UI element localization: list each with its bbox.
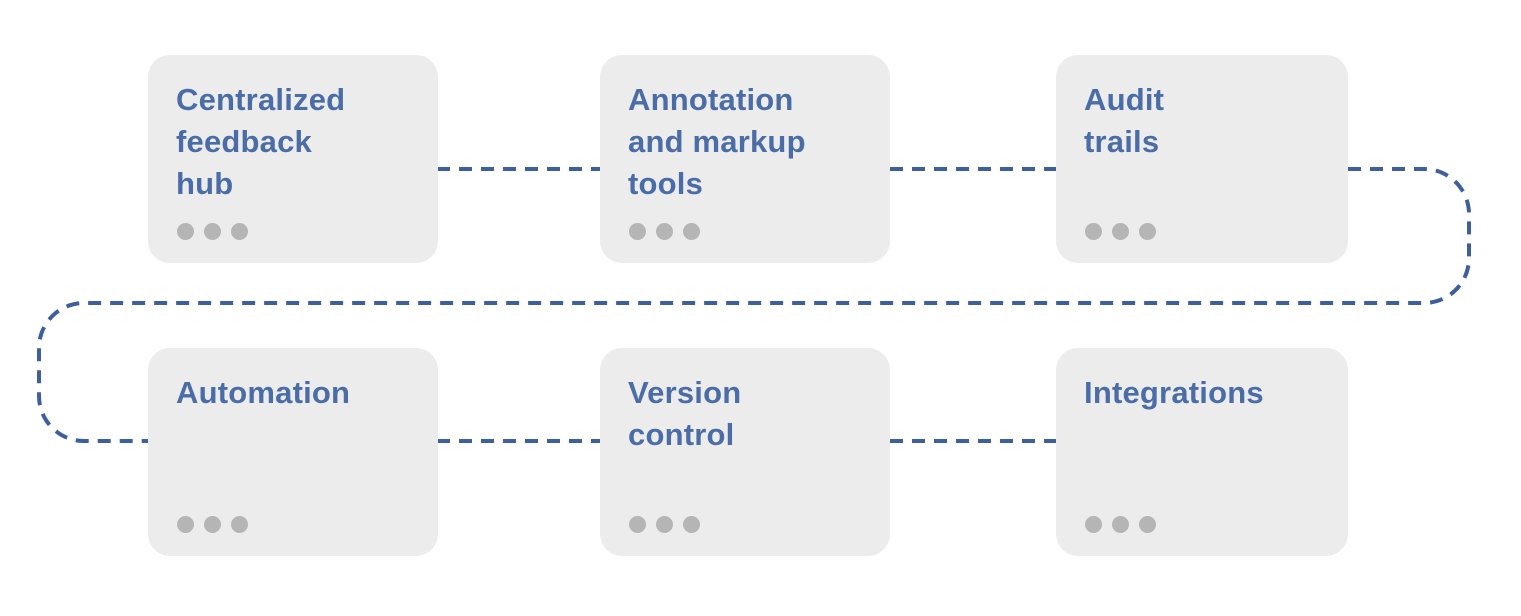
dot-icon <box>231 516 248 533</box>
dot-icon <box>683 223 700 240</box>
card-title: Centralized feedback hub <box>176 82 346 201</box>
dot-icon <box>629 516 646 533</box>
dot-icon <box>1112 223 1129 240</box>
dot-icon <box>1112 516 1129 533</box>
card-annotation-and-markup-tools: Annotation and markup tools <box>600 55 890 263</box>
dot-icon <box>177 516 194 533</box>
ellipsis-dots-icon <box>1085 223 1156 240</box>
dot-icon <box>231 223 248 240</box>
ellipsis-dots-icon <box>629 223 700 240</box>
dot-icon <box>1085 516 1102 533</box>
dot-icon <box>204 516 221 533</box>
ellipsis-dots-icon <box>177 223 248 240</box>
dot-icon <box>177 223 194 240</box>
dot-icon <box>204 223 221 240</box>
ellipsis-dots-icon <box>177 516 248 533</box>
card-integrations: Integrations <box>1056 348 1348 556</box>
dot-icon <box>1139 516 1156 533</box>
dot-icon <box>683 516 700 533</box>
dot-icon <box>656 516 673 533</box>
card-automation: Automation <box>148 348 438 556</box>
card-title: Annotation and markup tools <box>628 82 806 201</box>
card-title: Version control <box>628 375 742 452</box>
card-title: Audit trails <box>1084 82 1165 159</box>
card-title: Automation <box>176 375 351 410</box>
dot-icon <box>656 223 673 240</box>
card-audit-trails: Audit trails <box>1056 55 1348 263</box>
ellipsis-dots-icon <box>1085 516 1156 533</box>
ellipsis-dots-icon <box>629 516 700 533</box>
dot-icon <box>1139 223 1156 240</box>
card-version-control: Version control <box>600 348 890 556</box>
card-centralized-feedback-hub: Centralized feedback hub <box>148 55 438 263</box>
card-title: Integrations <box>1084 375 1264 410</box>
dot-icon <box>1085 223 1102 240</box>
dot-icon <box>629 223 646 240</box>
